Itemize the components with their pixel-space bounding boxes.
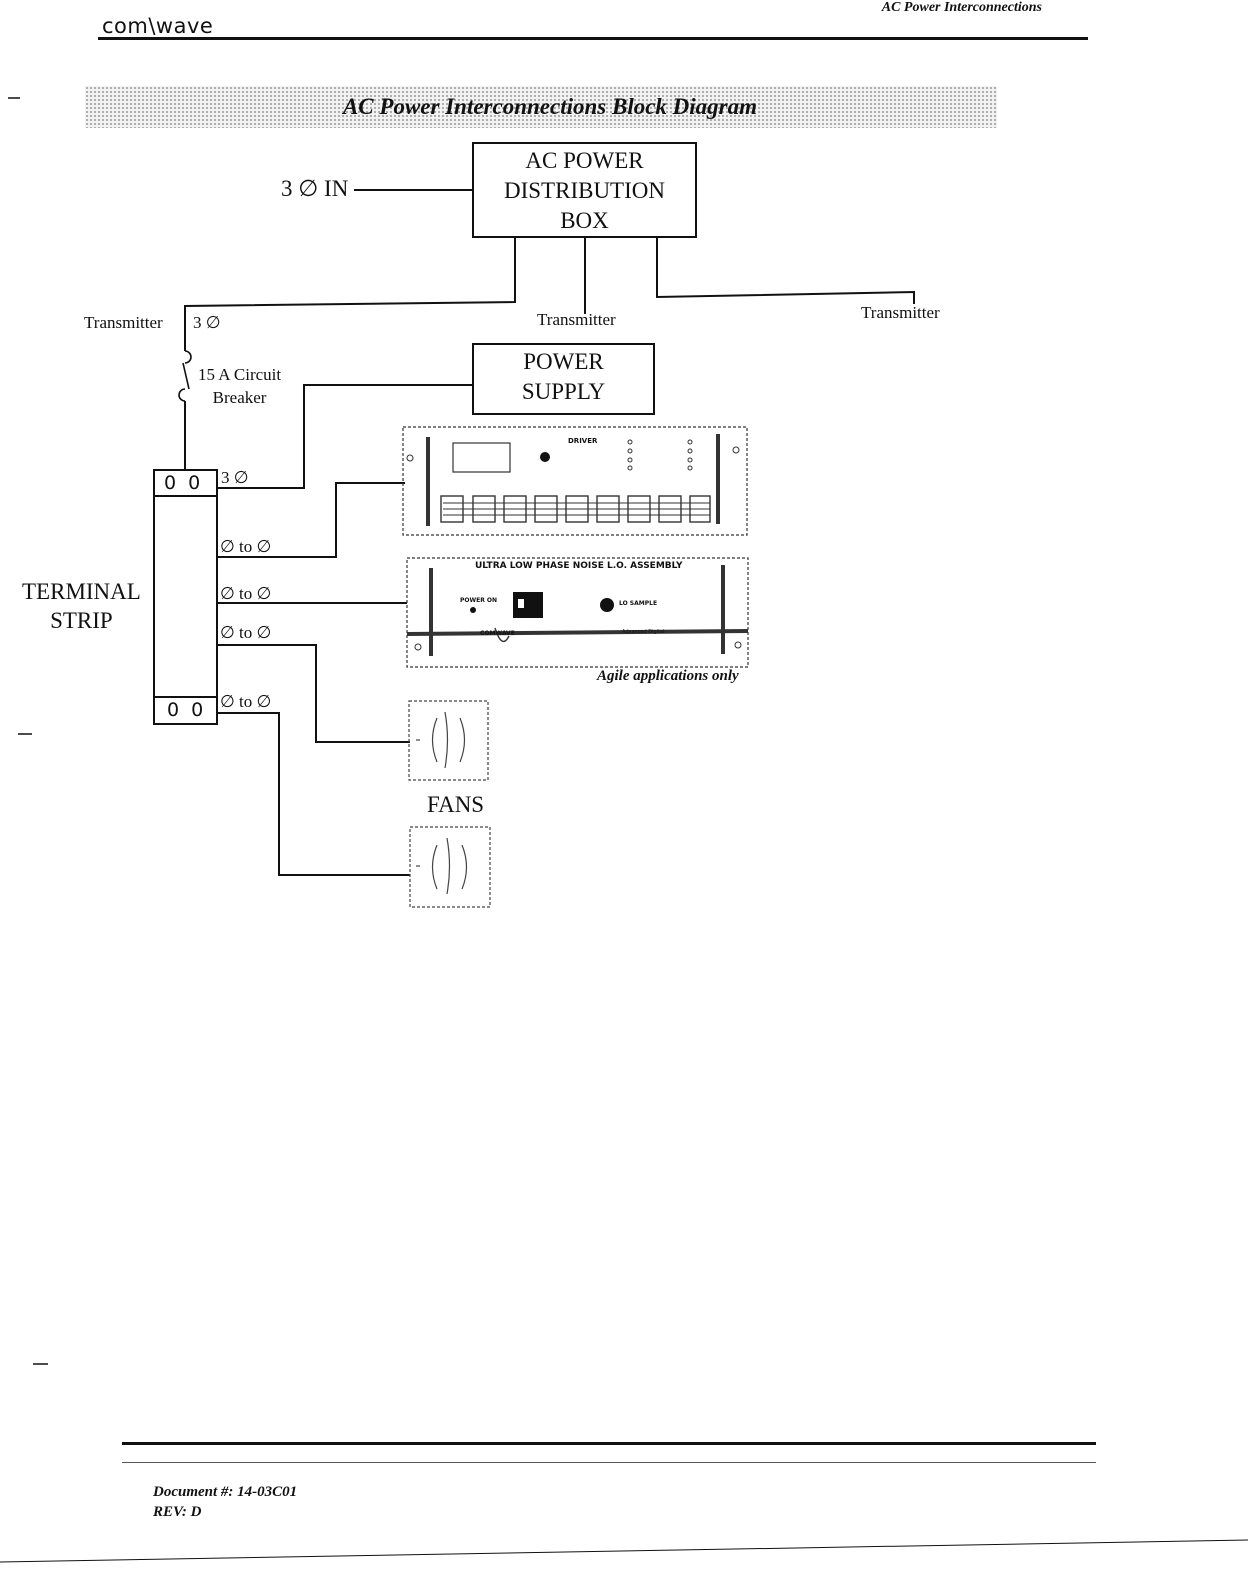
revision: REV: D — [153, 1504, 202, 1520]
driver-panel-icon — [402, 426, 748, 536]
fan-lower-icon — [409, 826, 491, 908]
breaker-line-1: 15 A Circuit — [198, 365, 282, 384]
transmitter-center-label: Transmitter — [537, 310, 616, 329]
fan-lower-wire — [217, 712, 410, 876]
strip-output-1: 3 ∅ — [221, 468, 249, 487]
lo-assembly-panel-icon — [406, 557, 749, 668]
transmitter-left-label: Transmitter — [84, 313, 163, 332]
terminal-strip-frame — [153, 469, 218, 725]
agile-applications-note: Agile applications only — [597, 668, 739, 684]
terminal-strip-line-1: TERMINAL — [22, 579, 141, 604]
power-supply-line-1: POWER — [523, 349, 604, 374]
transmitter-right-wire — [656, 237, 915, 304]
power-supply-box: POWER SUPPLY — [473, 347, 654, 407]
strip-output-2: ∅ to ∅ — [220, 537, 272, 556]
fan-upper-icon — [408, 700, 489, 781]
three-phase-left-label: 3 ∅ — [193, 313, 221, 332]
lo-mode-label: Advanced Digital — [622, 629, 665, 635]
strip-output-4: ∅ to ∅ — [220, 623, 272, 642]
terminal-bottom-contacts: 0 0 — [167, 699, 207, 721]
lo-assembly-label: ULTRA LOW PHASE NOISE L.O. ASSEMBLY — [475, 561, 683, 571]
strip-output-3: ∅ to ∅ — [220, 584, 272, 603]
document-number: Document #: 14-03C01 — [153, 1484, 298, 1500]
lo-sample-label: LO SAMPLE — [619, 600, 658, 607]
header-rule — [98, 37, 1088, 40]
comwave-logo: com\wave — [102, 14, 214, 38]
footer-rule — [122, 1442, 1096, 1445]
terminal-strip-label: TERMINAL STRIP — [22, 577, 141, 635]
strip-output-5: ∅ to ∅ — [220, 692, 272, 711]
terminal-top-contacts: 0 0 — [164, 472, 204, 494]
header-section-title: AC Power Interconnections — [881, 0, 1042, 15]
distribution-box-line-2: DISTRIBUTION — [504, 178, 665, 203]
distribution-box-line-1: AC POWER — [525, 148, 644, 173]
three-phase-in-label: 3 ∅ IN — [281, 176, 349, 201]
distribution-box-line-3: BOX — [560, 208, 609, 233]
fans-label: FANS — [427, 792, 485, 817]
power-supply-line-2: SUPPLY — [521, 379, 606, 404]
fan-upper-wire — [217, 644, 410, 743]
diagram-title: AC Power Interconnections Block Diagram — [342, 94, 758, 119]
footer-rule-thin — [122, 1462, 1096, 1463]
driver-label: DRIVER — [568, 437, 598, 445]
power-supply-frame — [472, 343, 655, 415]
breaker-line-2: Breaker — [212, 388, 267, 407]
lo-brand-label: COMWAVE — [480, 630, 515, 637]
distribution-box: AC POWER DISTRIBUTION BOX — [473, 146, 696, 236]
driver-wire — [217, 482, 405, 558]
title-band — [85, 86, 997, 128]
circuit-breaker-label: 15 A Circuit Breaker — [198, 363, 281, 409]
terminal-strip-line-2: STRIP — [50, 608, 113, 633]
transmitter-right-label: Transmitter — [861, 303, 940, 322]
lo-power-on-label: POWER ON — [460, 597, 498, 604]
circuit-breaker-icon — [178, 350, 192, 402]
power-supply-wire — [217, 384, 473, 489]
transmitter-left-wire — [184, 237, 516, 470]
